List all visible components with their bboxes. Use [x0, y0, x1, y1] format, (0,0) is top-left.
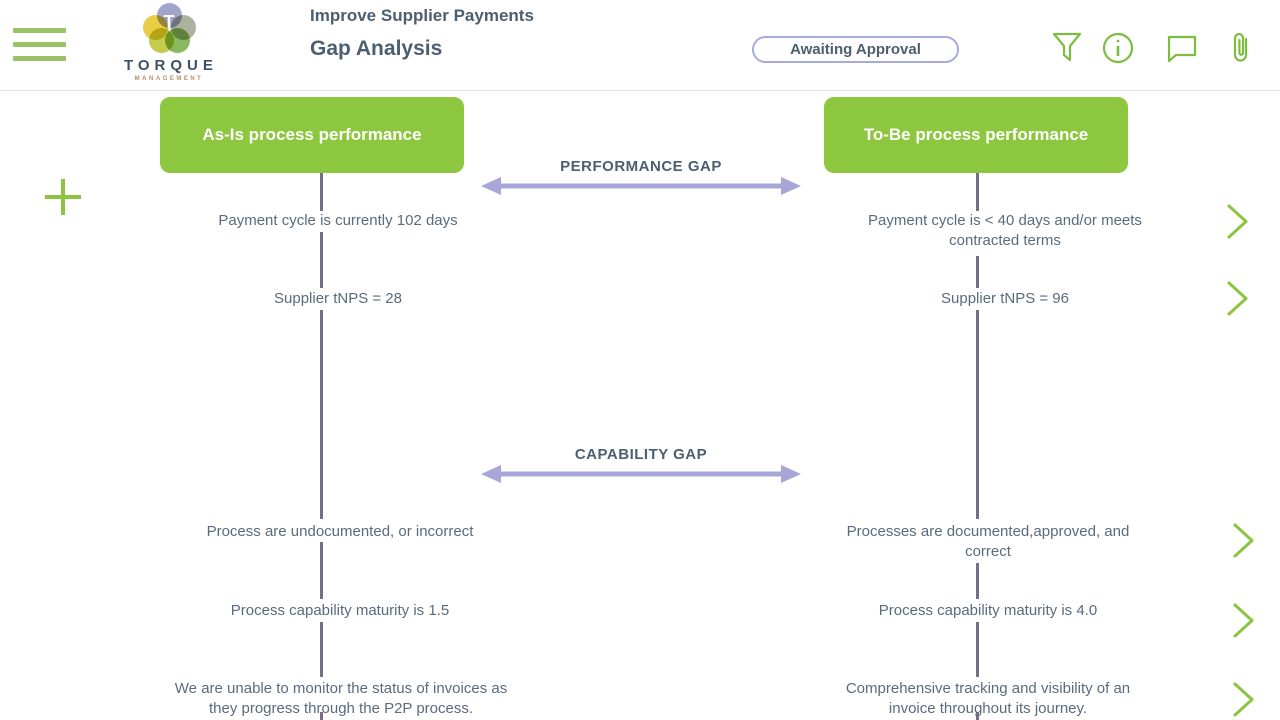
connector-line: [320, 712, 323, 720]
connector-line: [976, 712, 979, 720]
connector-line: [320, 542, 323, 599]
to-be-statement: Processes are documented,approved, and c…: [846, 523, 1130, 560]
as-is-statement: Payment cycle is currently 102 days: [218, 212, 458, 229]
to-be-header-button[interactable]: To-Be process performance: [824, 97, 1128, 173]
connector-line: [320, 232, 323, 288]
connector-line: [320, 310, 323, 519]
performance-gap-label: PERFORMANCE GAP: [560, 158, 722, 175]
logo-brand-text: TORQUE: [124, 57, 218, 74]
as-is-statement: Supplier tNPS = 28: [274, 290, 402, 307]
attachment-icon[interactable]: [1230, 31, 1252, 65]
capability-gap-label: CAPABILITY GAP: [574, 446, 708, 463]
to-be-statement: Payment cycle is < 40 days and/or meets …: [868, 212, 1142, 249]
chevron-right-icon[interactable]: [1227, 204, 1248, 239]
app-header: T TORQUE MANAGEMENT Improve Supplier Pay…: [0, 0, 1280, 91]
filter-icon[interactable]: [1051, 31, 1083, 65]
connector-line: [320, 622, 323, 677]
connector-line: [976, 310, 979, 519]
as-is-statement: We are unable to monitor the status of i…: [174, 680, 508, 717]
to-be-statement: Supplier tNPS = 96: [941, 290, 1069, 307]
status-badge[interactable]: Awaiting Approval: [752, 36, 959, 63]
logo-flower-icon: T: [141, 3, 197, 53]
connector-line: [976, 256, 979, 288]
chevron-right-icon[interactable]: [1233, 603, 1254, 638]
performance-gap-arrow: [481, 177, 801, 195]
to-be-statement: Comprehensive tracking and visibility of…: [845, 680, 1131, 717]
logo-sub-brand-text: MANAGEMENT: [134, 76, 204, 82]
project-title: Improve Supplier Payments: [310, 6, 534, 25]
chevron-right-icon[interactable]: [1227, 281, 1248, 316]
as-is-header-button[interactable]: As-Is process performance: [160, 97, 464, 173]
comment-icon[interactable]: [1166, 31, 1198, 65]
info-icon[interactable]: [1102, 31, 1134, 65]
as-is-statement: Process are undocumented, or incorrect: [206, 523, 474, 540]
as-is-statement: Process capability maturity is 1.5: [230, 602, 450, 619]
chevron-right-icon[interactable]: [1233, 682, 1254, 717]
logo-letter: T: [163, 12, 175, 32]
torque-logo: T TORQUE MANAGEMENT: [124, 3, 214, 82]
add-item-button[interactable]: [44, 178, 82, 216]
capability-gap-arrow: [481, 465, 801, 483]
connector-line: [320, 173, 323, 211]
to-be-statement: Process capability maturity is 4.0: [878, 602, 1098, 619]
connector-line: [976, 622, 979, 677]
header-titles: Improve Supplier Payments Gap Analysis: [310, 6, 534, 61]
connector-line: [976, 563, 979, 599]
connector-line: [976, 173, 979, 211]
page-title: Gap Analysis: [310, 37, 443, 60]
hamburger-menu-icon[interactable]: [13, 28, 66, 64]
chevron-right-icon[interactable]: [1233, 523, 1254, 558]
